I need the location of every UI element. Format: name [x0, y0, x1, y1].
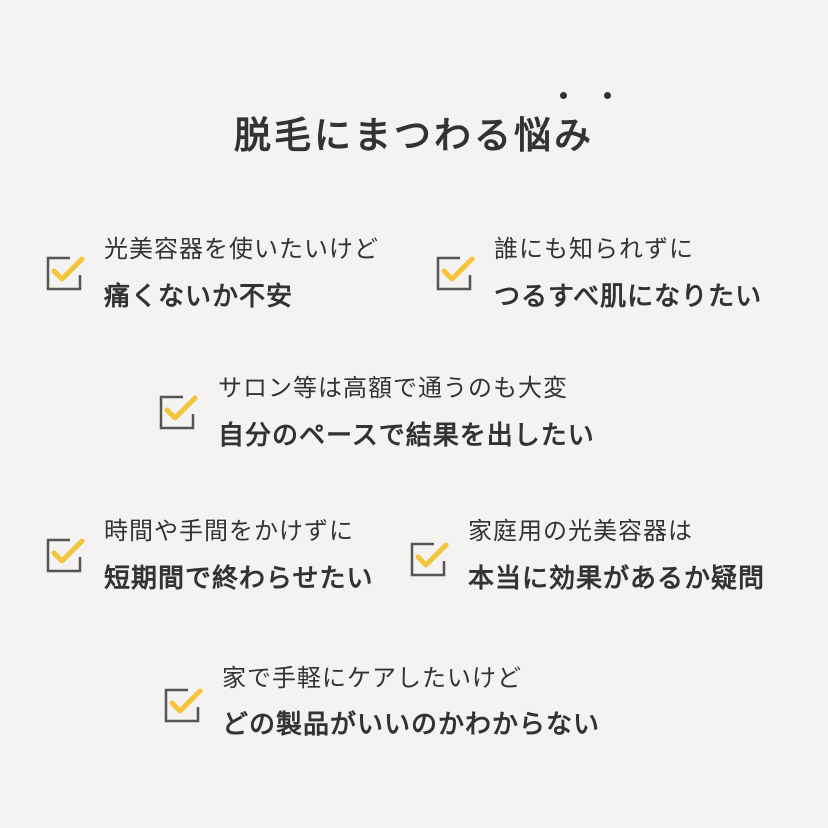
concern-emphasis: 痛くないか不安 — [104, 282, 294, 312]
concern-text: 家庭用の光美容器は — [468, 517, 693, 545]
concern-text: 家で手軽にケアしたいけど — [222, 664, 522, 692]
emphasis-dots — [0, 92, 828, 104]
checkbox-checked-icon — [162, 683, 203, 723]
concern-emphasis: 短期間で終わらせたい — [104, 564, 374, 594]
concern-emphasis: 自分のペースで結果を出したい — [218, 421, 595, 451]
checkbox-checked-icon — [408, 537, 449, 577]
checkbox-checked-icon — [44, 251, 85, 291]
concern-emphasis: 本当に効果があるか疑問 — [468, 564, 766, 594]
page-title: 脱毛にまつわる悩み — [234, 114, 594, 157]
concern-emphasis: どの製品がいいのかわからない — [222, 710, 601, 740]
checkbox-checked-icon — [44, 533, 85, 573]
checkbox-checked-icon — [434, 251, 475, 291]
concern-text: 時間や手間をかけずに — [104, 517, 354, 545]
concern-emphasis: つるすべ肌になりたい — [494, 282, 763, 312]
concern-text: サロン等は高額で通うのも大変 — [218, 374, 568, 402]
emphasis-dot — [560, 92, 567, 99]
concern-text: 光美容器を使いたいけど — [104, 235, 379, 263]
emphasis-dot — [604, 92, 611, 99]
checkbox-checked-icon — [157, 390, 198, 430]
concern-text: 誰にも知られずに — [494, 235, 694, 263]
